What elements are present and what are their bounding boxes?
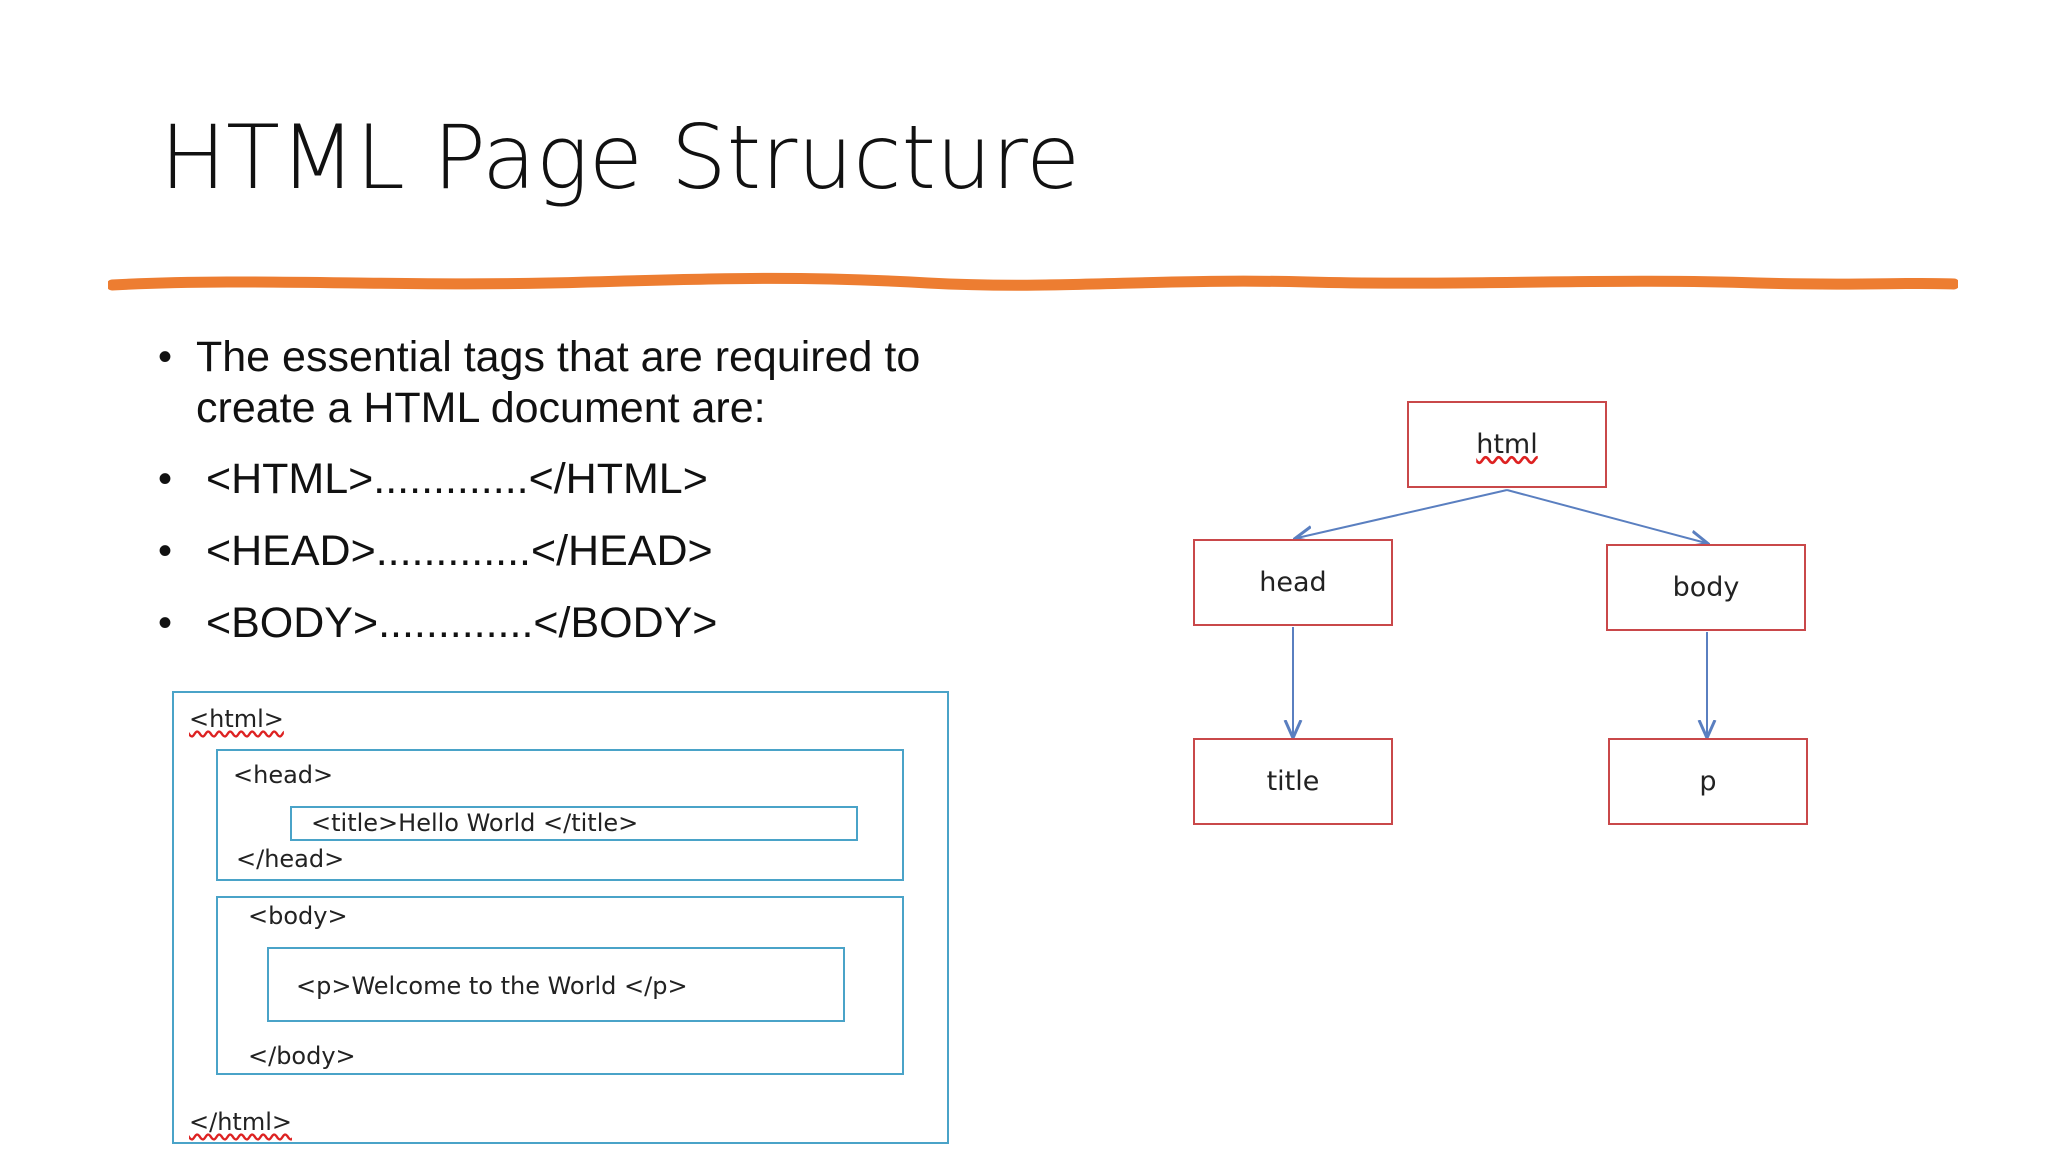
body-close-tag: </body> (248, 1042, 356, 1070)
node-title: title (1193, 738, 1393, 825)
p-box (267, 947, 845, 1022)
bullet-list: The essential tags that are required to … (158, 332, 978, 670)
head-box (216, 749, 904, 881)
body-open-tag: <body> (248, 902, 348, 930)
edge-html-body (1506, 489, 1706, 543)
bullet-intro: The essential tags that are required to … (158, 332, 978, 434)
p-line: <p>Welcome to the World </p> (296, 972, 688, 1000)
head-close-tag: </head> (236, 845, 345, 873)
bullet-html-tag: <HTML>.............</HTML> (158, 454, 978, 505)
title-box (290, 806, 858, 841)
node-head: head (1193, 539, 1393, 626)
bullet-head-tag: <HEAD>.............</HEAD> (158, 526, 978, 577)
edge-html-head (1297, 489, 1508, 538)
html-open-tag: <html> (189, 705, 284, 733)
title-line: <title>Hello World </title> (311, 809, 639, 837)
node-body: body (1606, 544, 1806, 631)
node-p: p (1608, 738, 1808, 825)
node-html: html (1407, 401, 1607, 488)
body-box (216, 896, 904, 1075)
html-close-tag: </html> (189, 1108, 292, 1136)
head-open-tag: <head> (233, 761, 334, 789)
html-box (172, 691, 949, 1144)
bullet-body-tag: <BODY>.............</BODY> (158, 598, 978, 649)
title-underline (108, 272, 1958, 291)
slide-title: HTML Page Structure (160, 106, 1081, 209)
